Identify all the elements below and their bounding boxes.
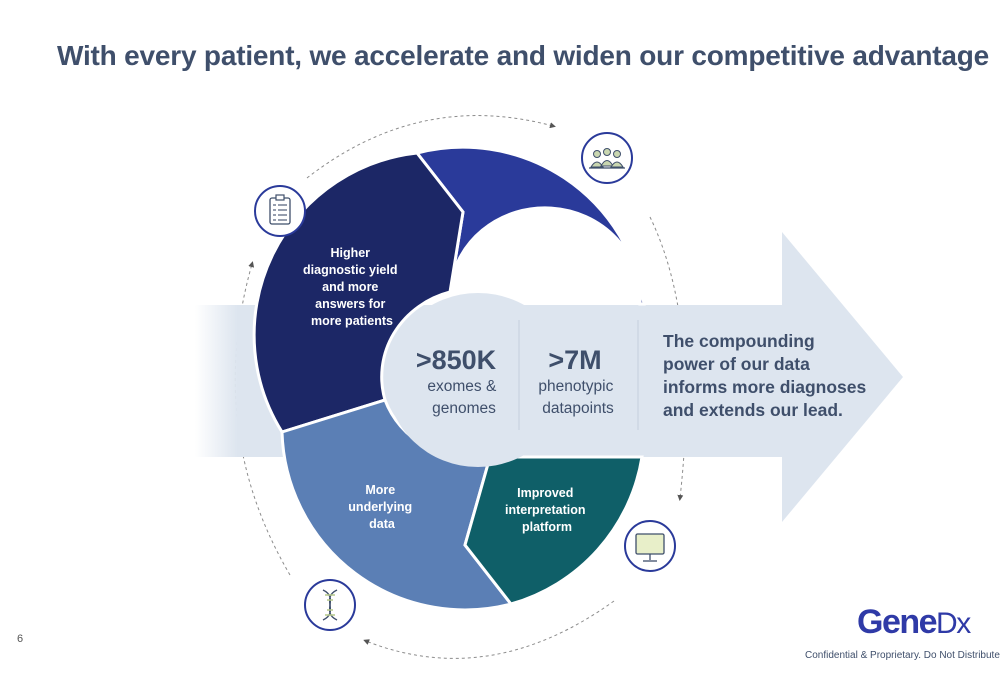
- stat-exomes-value: >850K: [416, 345, 497, 375]
- stat-phenotypic-value: >7M: [548, 345, 601, 375]
- label-higher-yield: Higher diagnostic yield and more answers…: [303, 246, 401, 328]
- confidential-notice: Confidential & Proprietary. Do Not Distr…: [805, 650, 1000, 661]
- stat-exomes-label: exomes & genomes: [427, 378, 500, 417]
- claim-text: The compounding power of our data inform…: [663, 331, 871, 420]
- label-additional-patients: Additional patients tested: [507, 217, 572, 265]
- segment-higher-yield: [252, 151, 465, 434]
- center-hole: [387, 293, 569, 467]
- people-icon: [581, 132, 633, 184]
- logo-suffix: Dx: [936, 607, 971, 640]
- label-improved-platform: Improved interpretation platform: [505, 486, 589, 534]
- label-more-data: More underlying data: [348, 483, 415, 531]
- dna-icon: [304, 579, 356, 631]
- segment-additional-patients: [414, 145, 646, 306]
- genedx-logo: GeneDx: [857, 603, 971, 642]
- page-title: With every patient, we accelerate and wi…: [57, 40, 990, 71]
- clipboard-icon: [254, 185, 306, 237]
- page-number: 6: [17, 633, 24, 645]
- logo-main: Gene: [857, 603, 938, 641]
- cycle-arrow-top: [306, 115, 556, 179]
- cycle-arrow-bottom: [363, 600, 615, 659]
- segment-improved-platform: [463, 455, 644, 606]
- monitor-icon: [624, 520, 676, 572]
- stat-phenotypic-label: phenotypic datapoints: [538, 378, 617, 417]
